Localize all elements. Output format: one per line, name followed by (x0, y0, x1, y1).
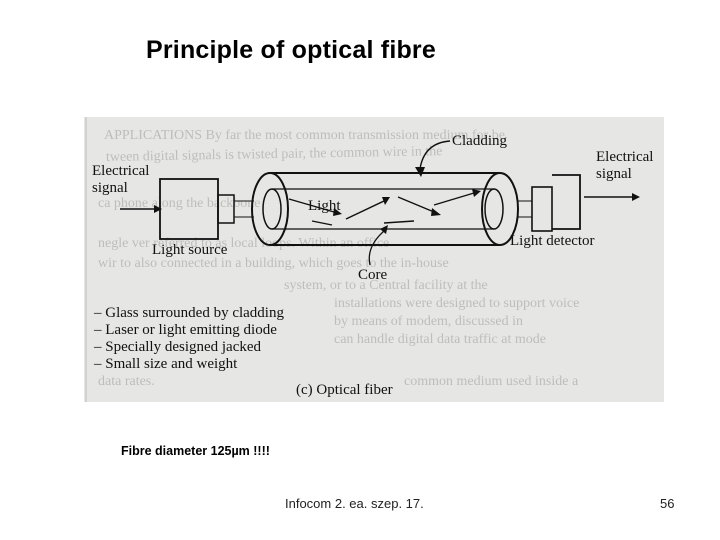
electrical-signal-out-label-2: signal (596, 166, 632, 182)
electrical-signal-in-label-1: Electrical (92, 163, 149, 179)
electrical-signal-out-label-1: Electrical (596, 149, 653, 165)
light-source-block (159, 178, 254, 240)
bullet-item: – Glass surrounded by cladding (93, 305, 284, 321)
electrical-signal-in-label-2: signal (92, 180, 128, 196)
fiber-cladding (251, 172, 519, 246)
light-rays (288, 189, 481, 226)
bullet-item: – Laser or light emitting diode (93, 322, 277, 338)
svg-text:common medium used inside a: common medium used inside a (404, 374, 579, 389)
output-arrow (584, 193, 640, 201)
light-detector-block (518, 174, 581, 232)
page-number: 56 (660, 496, 675, 511)
cladding-pointer (415, 140, 451, 177)
input-arrow (120, 205, 162, 213)
fibre-diameter-caption: Fibre diameter 125µm !!!! (121, 444, 270, 458)
bullet-item: – Small size and weight (93, 356, 238, 372)
svg-text:APPLICATIONS By far the most: APPLICATIONS By far the most common tran… (104, 128, 505, 143)
figure-caption: (c) Optical fiber (296, 382, 393, 398)
optical-fiber-diagram: APPLICATIONS By far the most common tran… (85, 117, 653, 402)
svg-text:data rates.: data rates. (98, 374, 155, 389)
footer-text: Infocom 2. ea. szep. 17. (285, 496, 424, 511)
svg-text:system, or to a Central facili: system, or to a Central facility at the (284, 278, 488, 293)
core-label: Core (358, 267, 388, 283)
svg-text:tween digital signals is twist: tween digital signals is twisted pair, t… (106, 144, 443, 165)
svg-text:ca phone: ca phone along the backbone (98, 196, 261, 211)
svg-text:can handle digital data traffi: can handle digital data traffic at mode (334, 332, 546, 347)
slide-title: Principle of optical fibre (146, 36, 436, 64)
svg-text:by means of modem, discussed i: by means of modem, discussed in (334, 314, 523, 329)
light-label: Light (308, 198, 341, 214)
light-detector-label: Light detector (510, 233, 595, 249)
light-source-label: Light source (152, 242, 228, 258)
cladding-label: Cladding (452, 133, 507, 149)
optical-fiber-figure: APPLICATIONS By far the most common tran… (84, 117, 664, 402)
bullet-item: – Specially designed jacked (93, 339, 262, 355)
svg-text:wir to also connected i: wir to also connected in a building, whi… (98, 256, 449, 271)
svg-text:negle ver referre: negle ver referred to as local loops. Wi… (98, 236, 389, 251)
core-pointer (368, 225, 388, 266)
svg-text:installations were designed to: installations were designed to support v… (334, 296, 579, 311)
